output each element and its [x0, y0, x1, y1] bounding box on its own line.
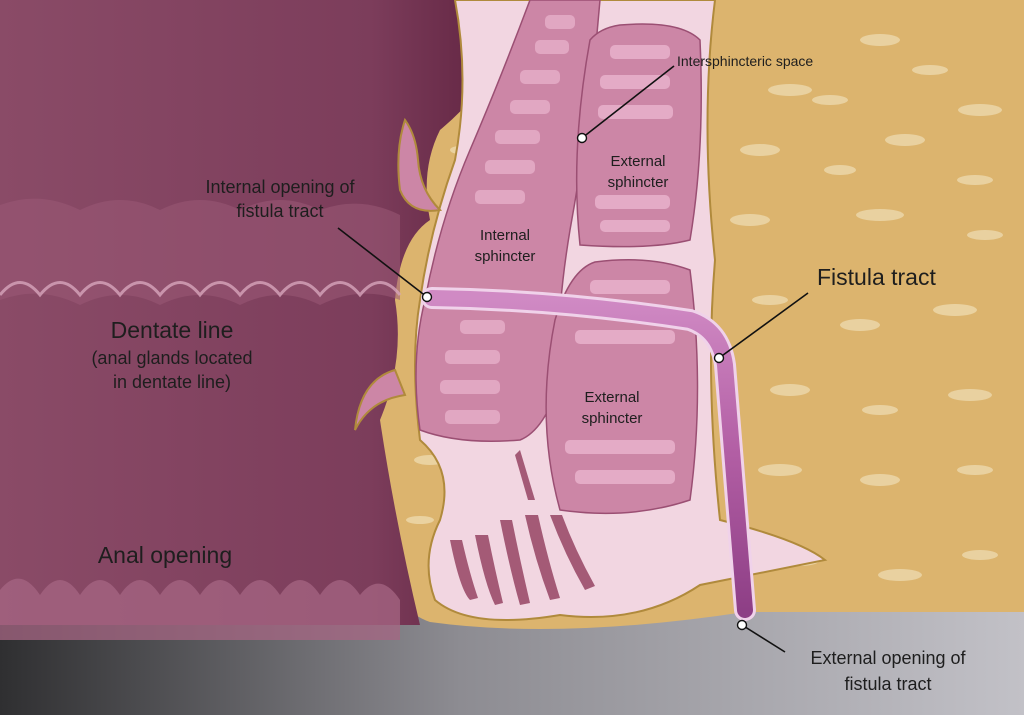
label-intersphincteric-space: Intersphincteric space	[677, 53, 813, 69]
label-dentate-line-note2: in dentate line)	[113, 372, 231, 392]
label-dentate-line-note1: (anal glands located	[91, 348, 252, 368]
fistula-tract-lumen	[424, 290, 753, 618]
label-external-opening-line2: fistula tract	[844, 674, 931, 694]
dentate-line-crests	[0, 281, 402, 298]
label-external-sphincter-upper-line1: External	[610, 153, 665, 170]
label-internal-opening-line2: fistula tract	[236, 201, 323, 221]
label-external-sphincter-lower-line2: sphincter	[582, 410, 643, 427]
label-fistula-tract: Fistula tract	[817, 264, 936, 290]
external-sphincter-lower-fibers	[565, 280, 675, 484]
internal-sphincter-fibers	[440, 15, 575, 424]
leader-fistula-tract	[718, 292, 809, 359]
pin-intersphincteric-space	[576, 132, 588, 144]
lower-mucosal-flap	[354, 368, 407, 431]
external-sphincter-upper-fibers	[595, 45, 673, 232]
subcutaneous-muscle-fan	[450, 450, 595, 605]
label-internal-opening-line1: Internal opening of	[205, 177, 355, 197]
leader-intersphincteric-space	[581, 65, 675, 139]
dentate-line-band	[0, 198, 400, 305]
anal-canal-mucosa	[0, 0, 530, 625]
fat-lobules	[406, 34, 1003, 581]
upper-mucosal-flap	[397, 117, 443, 212]
leader-internal-opening	[337, 227, 428, 298]
leader-external-opening	[741, 624, 786, 653]
pin-fistula-tract	[713, 352, 725, 364]
label-external-sphincter-upper-line2: sphincter	[608, 174, 669, 191]
anal-verge-folds	[0, 578, 400, 640]
label-anal-opening: Anal opening	[98, 542, 232, 568]
label-internal-sphincter-line2: sphincter	[475, 248, 536, 265]
label-dentate-line: Dentate line	[111, 317, 234, 343]
label-external-opening-line1: External opening of	[810, 648, 966, 668]
label-internal-sphincter-line1: Internal	[480, 227, 530, 244]
label-external-sphincter-lower-line1: External	[584, 389, 639, 406]
pin-internal-opening	[421, 291, 433, 303]
pin-external-opening	[736, 619, 748, 631]
